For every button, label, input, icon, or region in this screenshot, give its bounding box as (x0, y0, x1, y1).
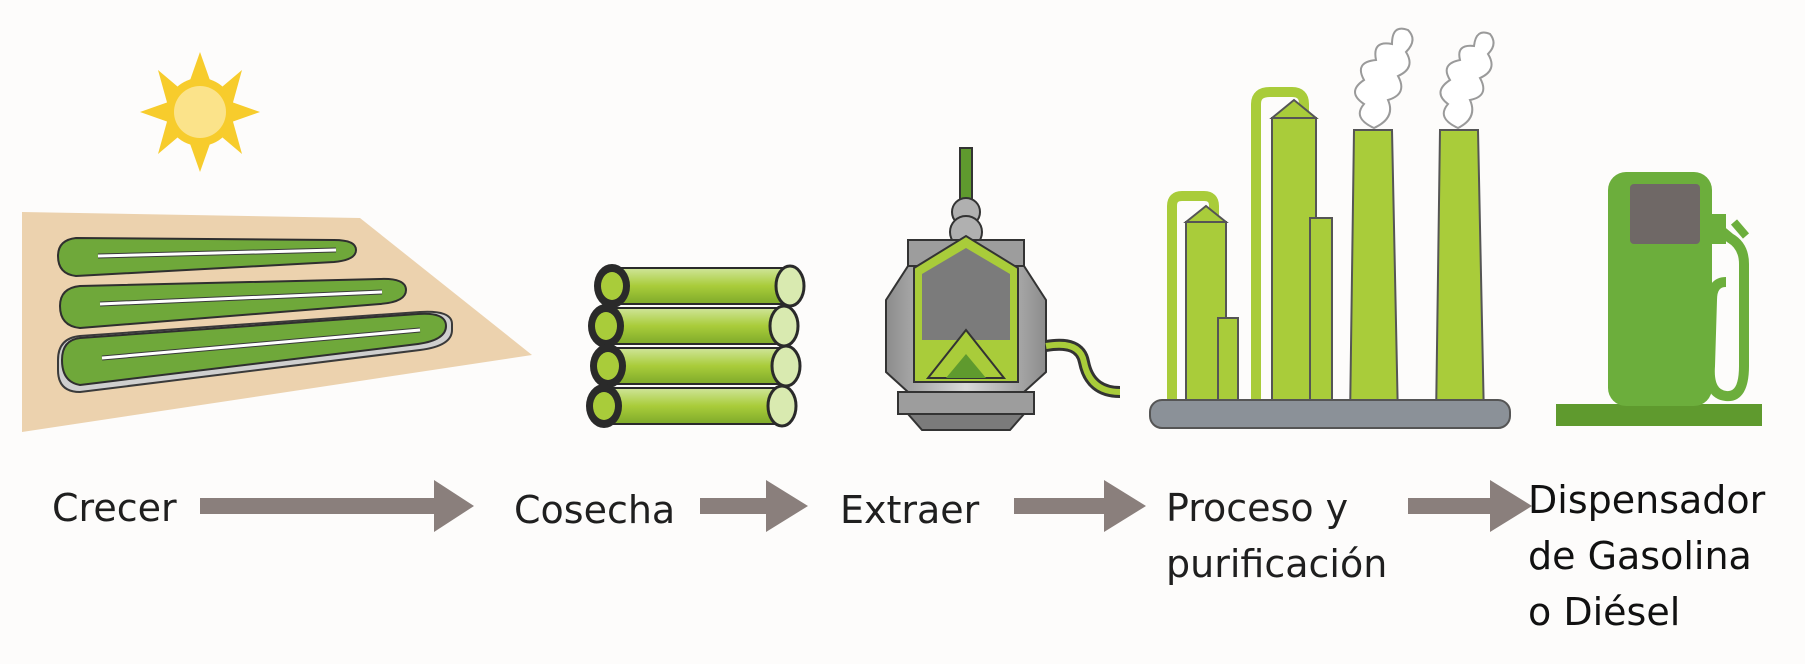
fuel-pump-icon (1556, 172, 1762, 426)
step-label-harvest: Cosecha (514, 482, 675, 538)
step-label-grow: Crecer (52, 480, 177, 536)
step-label-process: Proceso y purificación (1166, 480, 1387, 592)
arrow-4 (1408, 480, 1532, 532)
step-label-line: Extraer (840, 488, 980, 532)
step-label-line: Cosecha (514, 488, 676, 532)
step-label-line: Proceso y (1166, 486, 1349, 530)
harvest-tubes-icon (586, 264, 806, 428)
step-label-dispenser: Dispensador de Gasolina o Diésel (1528, 472, 1765, 640)
algae-pond-icon (22, 212, 532, 432)
extractor-icon (885, 147, 1121, 431)
arrow-3 (1014, 480, 1146, 532)
step-label-line: Crecer (52, 486, 177, 530)
refinery-icon (1149, 27, 1511, 429)
flow-arrows (200, 480, 1532, 532)
sun-icon (140, 52, 260, 172)
step-label-line: purificación (1166, 542, 1388, 586)
step-label-line: Dispensador (1528, 478, 1766, 522)
arrow-2 (700, 480, 808, 532)
step-label-line: de Gasolina (1528, 534, 1752, 578)
arrow-1 (200, 480, 474, 532)
step-label-extract: Extraer (840, 482, 979, 538)
step-label-line: o Diésel (1528, 590, 1681, 634)
